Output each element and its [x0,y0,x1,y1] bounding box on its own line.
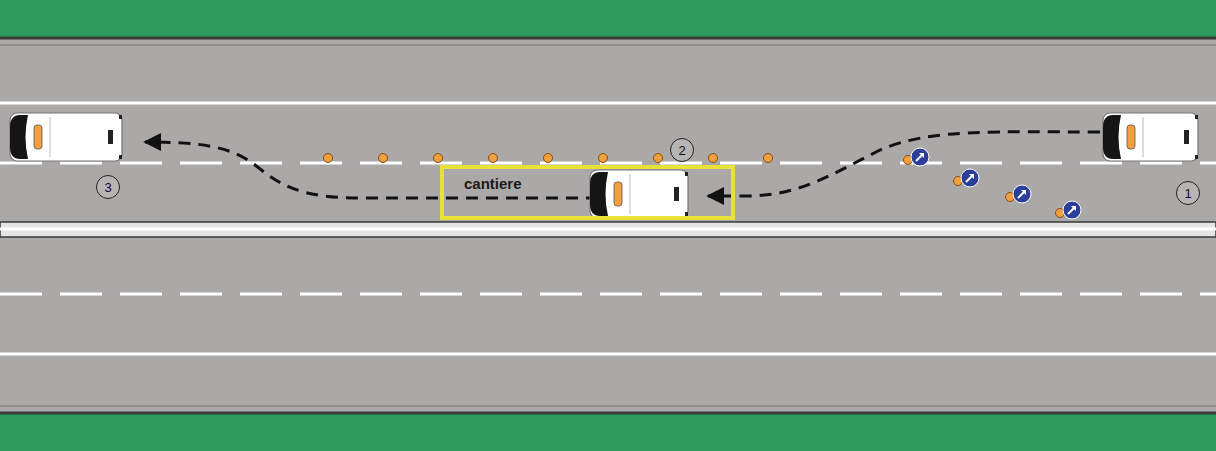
keep-right-sign [954,169,980,187]
node-label: cantiere [464,175,522,192]
cone [654,154,663,163]
edge-line [0,353,1216,356]
road-edge [0,37,1216,40]
vehicle-path [708,132,1100,196]
lane-line [0,293,1216,296]
median [0,222,1216,237]
cone [709,154,718,163]
keep-right-sign [904,148,930,166]
median-line [0,228,1216,231]
cone [599,154,608,163]
road-surface [0,37,1216,414]
edge-line [0,102,1216,105]
cone [544,154,553,163]
cone [764,154,773,163]
callout-number: 3 [96,175,120,199]
road-edge [0,44,1216,46]
keep-right-sign [1006,185,1032,203]
keep-right-sign [1056,201,1082,219]
cone [324,154,333,163]
van [10,113,122,161]
cone [379,154,388,163]
road-edge [0,412,1216,415]
van [590,170,688,218]
direction-signs [904,148,1082,219]
worksite-box: cantiere [440,165,735,220]
callout-number: 1 [1176,181,1200,205]
van [1103,113,1198,161]
cones [324,154,773,163]
vehicle-path [145,142,598,198]
cone [489,154,498,163]
callout-number: 2 [670,138,694,162]
cone [434,154,443,163]
road-edge [0,405,1216,407]
